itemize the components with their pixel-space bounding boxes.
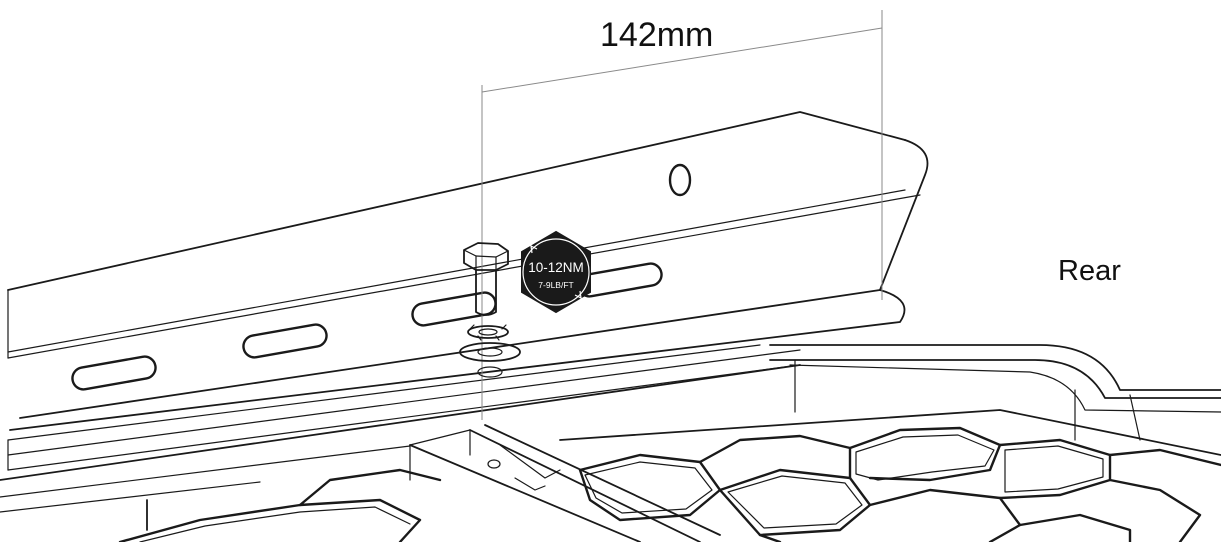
dimension-label: 142mm bbox=[600, 16, 714, 54]
side-bracket bbox=[7, 111, 929, 471]
small-washer bbox=[477, 366, 503, 378]
cross-bar bbox=[409, 424, 721, 543]
rear-direction-label: Rear bbox=[1058, 255, 1121, 287]
bolt-assembly bbox=[459, 242, 521, 378]
dimension-lines bbox=[481, 10, 883, 420]
torque-badge bbox=[521, 230, 591, 314]
torque-value-nm: 10-12NM bbox=[528, 260, 584, 275]
mounting-slots bbox=[71, 262, 663, 391]
lock-washer bbox=[467, 325, 509, 339]
bolt bbox=[463, 242, 509, 316]
torque-value-lbft: 7-9LB/FT bbox=[538, 280, 574, 290]
flat-washer bbox=[459, 342, 521, 362]
honeycomb-mesh bbox=[118, 426, 1221, 544]
round-hole bbox=[668, 163, 692, 197]
cargo-tray bbox=[0, 344, 1221, 544]
